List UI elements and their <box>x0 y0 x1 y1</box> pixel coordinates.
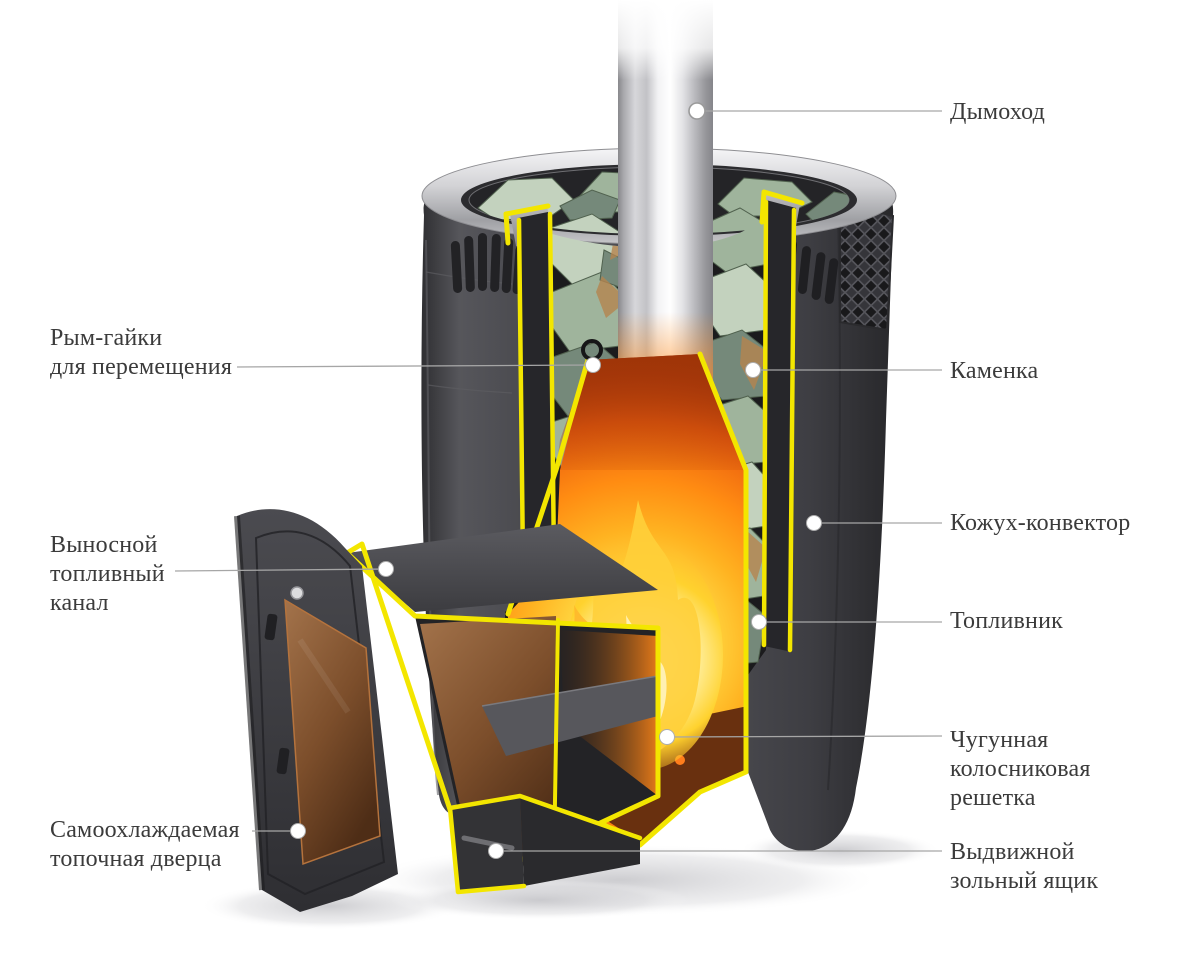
dot-chimney <box>688 102 706 120</box>
door-glass <box>284 598 381 866</box>
leader-lines <box>174 110 943 852</box>
label-door: Самоохлаждаемая топочная дверца <box>50 817 240 872</box>
fuel-channel <box>311 524 661 885</box>
label-firebox: Топливник <box>950 608 1063 634</box>
stove-door <box>234 509 398 912</box>
door-hinge <box>264 613 278 641</box>
label-fuel-channel: Выносной топливный канал <box>50 532 165 616</box>
door-hinge <box>276 747 290 775</box>
vent-slots-left <box>450 233 524 294</box>
label-lifting-nuts: Рым-гайки для перемещения <box>50 325 233 380</box>
dot-stones <box>745 362 761 378</box>
callout-dots <box>290 102 822 859</box>
label-convector: Кожух-конвектор <box>950 510 1131 536</box>
dot-convector <box>806 515 822 531</box>
dot-grate <box>659 729 675 745</box>
dot-lifting-nuts <box>585 357 601 373</box>
dot-ash-box <box>488 843 504 859</box>
cut-edges <box>503 189 805 848</box>
ash-drawer <box>447 793 643 895</box>
label-grate: Чугунная колосниковая решетка <box>950 727 1091 811</box>
label-stones: Каменка <box>950 358 1039 384</box>
label-ash-box: Выдвижной зольный ящик <box>950 839 1099 894</box>
door-screw <box>290 586 304 600</box>
dot-door <box>290 823 306 839</box>
dot-fuel-channel <box>378 561 394 577</box>
chimney-pipe <box>610 0 722 392</box>
label-chimney: Дымоход <box>950 99 1046 125</box>
dot-firebox <box>751 614 767 630</box>
